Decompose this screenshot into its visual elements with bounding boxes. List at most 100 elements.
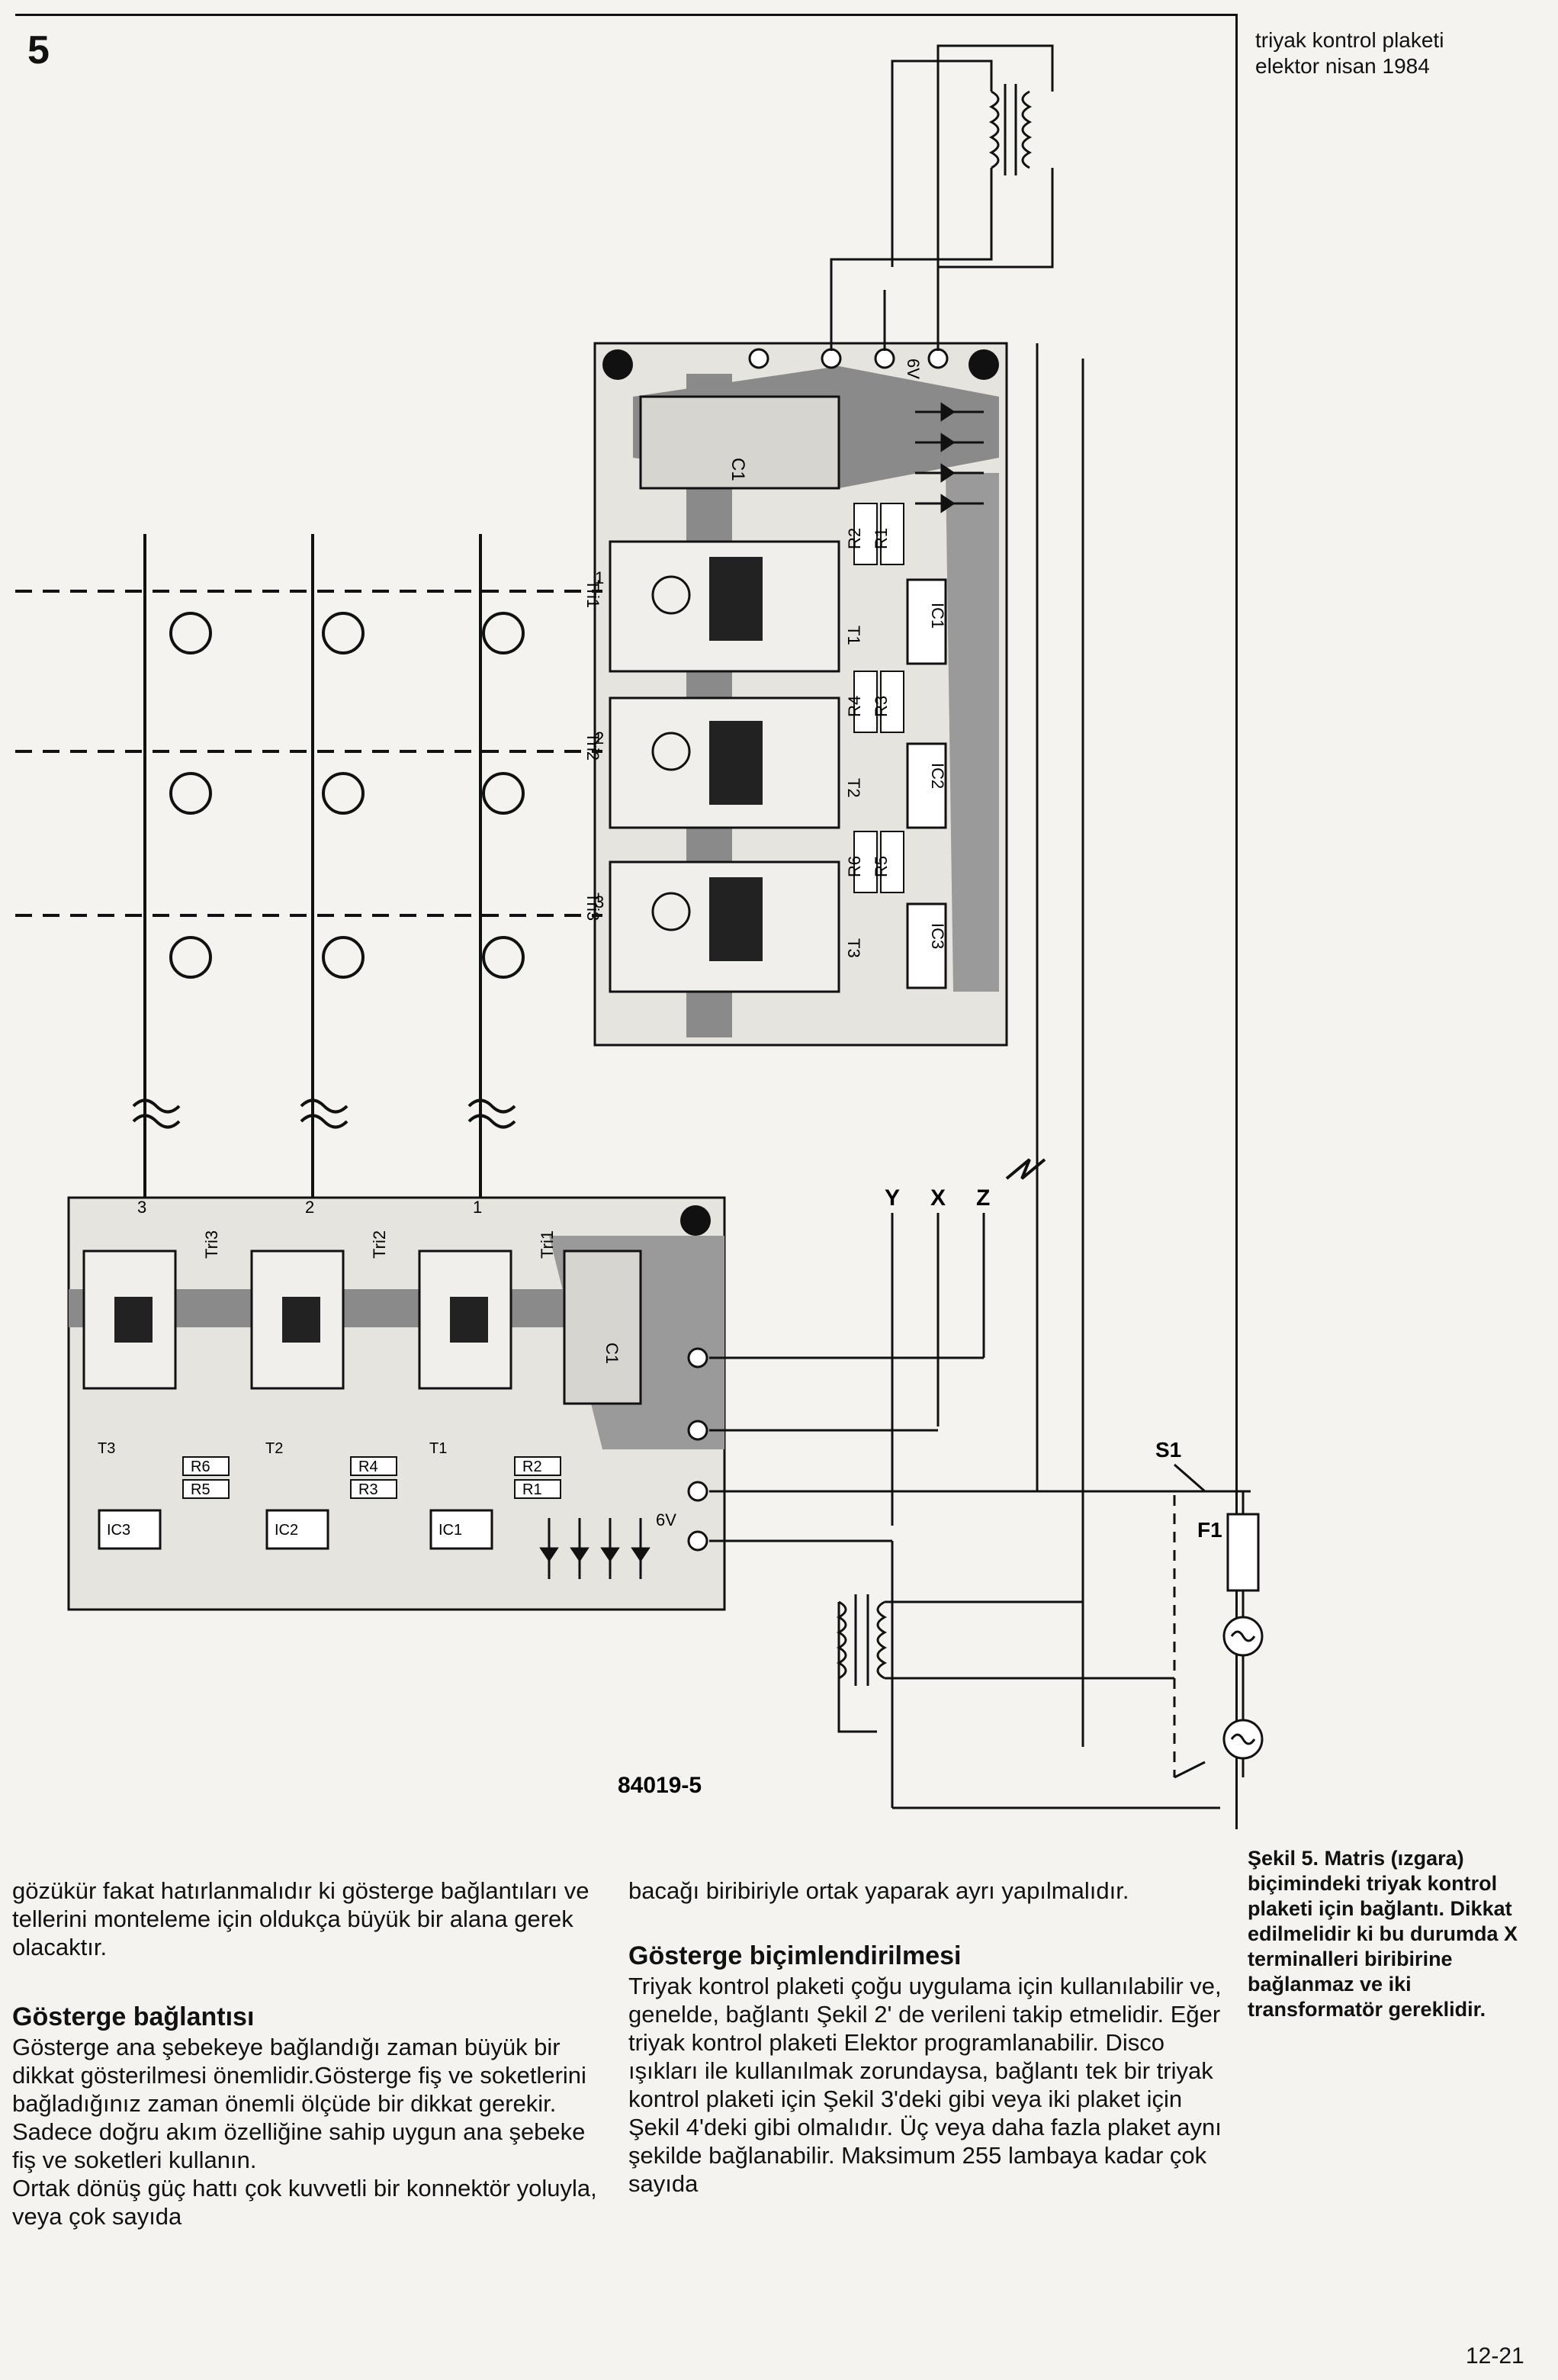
- br6-label: R6: [191, 1459, 210, 1475]
- bic3-label: IC3: [107, 1522, 130, 1539]
- running-header: triyak kontrol plaketi elektor nisan 198…: [1255, 27, 1444, 79]
- top-terminals: [748, 348, 949, 369]
- left-text-column: gözükür fakat hatırlanmalıdır ki gösterg…: [12, 1877, 615, 2230]
- bic1-label: IC1: [438, 1522, 462, 1539]
- top-diodes: [915, 402, 984, 513]
- switch-s1-blade: [1174, 1463, 1206, 1493]
- col-label-1: 1: [473, 1198, 482, 1217]
- wiring-schematic: C1 Tri1 Tri2 Tri3 R2 R1: [15, 44, 1264, 1809]
- page-number: 12-21: [1466, 2343, 1524, 2369]
- row-label-1: 1: [595, 568, 604, 587]
- row-label-3: 3: [595, 892, 604, 912]
- bottom-diodes: [539, 1518, 651, 1579]
- col-label-3: 3: [137, 1198, 146, 1217]
- bottom-voltage-label: 6V: [656, 1510, 676, 1529]
- t1-label: T1: [844, 626, 863, 645]
- btri2-label: Tri2: [370, 1230, 389, 1259]
- left-body-2: Ortak dönüş güç hattı çok kuvvetli bir k…: [12, 2175, 597, 2230]
- left-intro: gözükür fakat hatırlanmalıdır ki gösterg…: [12, 1877, 589, 1960]
- figure-caption: Şekil 5. Matris (ızgara) biçimindeki tri…: [1248, 1847, 1518, 2021]
- lightning-icon: [1005, 1158, 1046, 1180]
- r4-label: R4: [845, 696, 864, 717]
- ic1-label: IC1: [928, 603, 947, 629]
- bt2-label: T2: [265, 1440, 283, 1457]
- bc1-label: C1: [602, 1343, 622, 1364]
- bt3-label: T3: [98, 1440, 115, 1457]
- terminal-z-label: Z: [976, 1185, 990, 1211]
- lamp-icons: [169, 612, 525, 979]
- fan-logo-icon: [680, 1205, 711, 1236]
- fan-logo-icon: [969, 349, 999, 380]
- t2-label: T2: [844, 778, 863, 798]
- mains-wiring: [709, 343, 1264, 1809]
- right-text-column: bacağı biribiriyle ortak yaparak ayrı ya…: [628, 1877, 1238, 2198]
- br5-label: R5: [191, 1481, 210, 1498]
- fuse-label: F1: [1197, 1518, 1222, 1542]
- triac-tri1-block: Tri1: [583, 540, 840, 673]
- top-voltage-label: 6V: [904, 359, 923, 379]
- lamp-icon: [169, 936, 212, 979]
- lamp-matrix: [15, 534, 602, 1251]
- lamp-icon: [482, 612, 525, 654]
- lamp-icon: [322, 936, 365, 979]
- pcb-code: 84019-5: [618, 1773, 702, 1798]
- terminal-x-label: X: [930, 1185, 946, 1211]
- r3-label: R3: [872, 696, 891, 717]
- switch-label: S1: [1155, 1438, 1181, 1462]
- left-heading: Gösterge bağlantısı: [12, 2002, 255, 2031]
- row-labels: 1 2 3: [595, 568, 604, 912]
- right-heading: Gösterge biçimlendirilmesi: [628, 1941, 962, 1970]
- r5-label: R5: [872, 856, 891, 877]
- bottom-ics: IC3 IC2 IC1 T3 T2 T1: [98, 1440, 493, 1550]
- triac-tri2-block: Tri2: [583, 696, 840, 829]
- br1-label: R1: [522, 1481, 542, 1498]
- bottom-terminals: [687, 1347, 708, 1552]
- right-body: Triyak kontrol plaketi çoğu uygulama içi…: [628, 1973, 1222, 2197]
- bottom-resistors: R6 R5 R4 R3 R2 R1: [182, 1456, 561, 1499]
- lamp-icon: [322, 612, 365, 654]
- c1-label: C1: [728, 458, 748, 481]
- bic2-label: IC2: [275, 1522, 298, 1539]
- right-intro: bacağı biribiriyle ortak yaparak ayrı ya…: [628, 1877, 1129, 1904]
- bt1-label: T1: [429, 1440, 447, 1457]
- lamp-icon: [322, 772, 365, 815]
- header-subtitle: elektor nisan 1984: [1255, 54, 1430, 78]
- terminal-y-label: Y: [885, 1185, 900, 1211]
- top-pcb: C1 Tri1 Tri2 Tri3 R2 R1: [583, 342, 1008, 1047]
- lamp-icon: [169, 612, 212, 654]
- ic2-label: IC2: [928, 763, 947, 789]
- header-title: triyak kontrol plaketi: [1255, 28, 1444, 52]
- top-transformer: [830, 44, 1054, 351]
- br2-label: R2: [522, 1459, 542, 1475]
- yxz-labels: Y X Z: [885, 1185, 990, 1211]
- bottom-pcb: Tri3 Tri2 Tri1 3 2 1 C1 R6 R5 R4 R3 R2 R…: [67, 1196, 726, 1611]
- lamp-icon: [169, 772, 212, 815]
- tri1-label: Tri1: [583, 580, 602, 608]
- r2-label: R2: [845, 528, 864, 549]
- r6-label: R6: [845, 856, 864, 877]
- lamp-icon: [482, 772, 525, 815]
- top-rule: [15, 14, 1235, 16]
- br4-label: R4: [358, 1459, 378, 1475]
- top-ics: IC1 IC2 IC3 T1 T2 T3: [844, 578, 947, 989]
- bottom-triac-labels: Tri3 Tri2 Tri1 3 2 1: [137, 1198, 557, 1259]
- fan-logo-icon: [602, 349, 633, 380]
- btri3-label: Tri3: [202, 1230, 221, 1259]
- figure-number: 5: [27, 28, 50, 72]
- tri2-label: Tri2: [583, 732, 602, 761]
- row-label-2: 2: [595, 728, 604, 748]
- ic3-label: IC3: [928, 923, 947, 949]
- bottom-capacitor: [563, 1250, 642, 1405]
- btri1-label: Tri1: [538, 1230, 557, 1259]
- br3-label: R3: [358, 1481, 378, 1498]
- col-label-2: 2: [305, 1198, 314, 1217]
- top-resistors: R2 R1 R4 R3 R6 R5: [845, 503, 904, 893]
- triac-tri3-block: Tri3: [583, 860, 840, 993]
- right-column-rule: [1235, 14, 1238, 1829]
- bottom-triacs: [82, 1250, 512, 1390]
- lamp-icon: [482, 936, 525, 979]
- capacitor-c1: [639, 395, 840, 490]
- t3-label: T3: [844, 938, 863, 958]
- r1-label: R1: [872, 528, 891, 549]
- left-body: Gösterge ana şebekeye bağlandığı zaman b…: [12, 2034, 586, 2173]
